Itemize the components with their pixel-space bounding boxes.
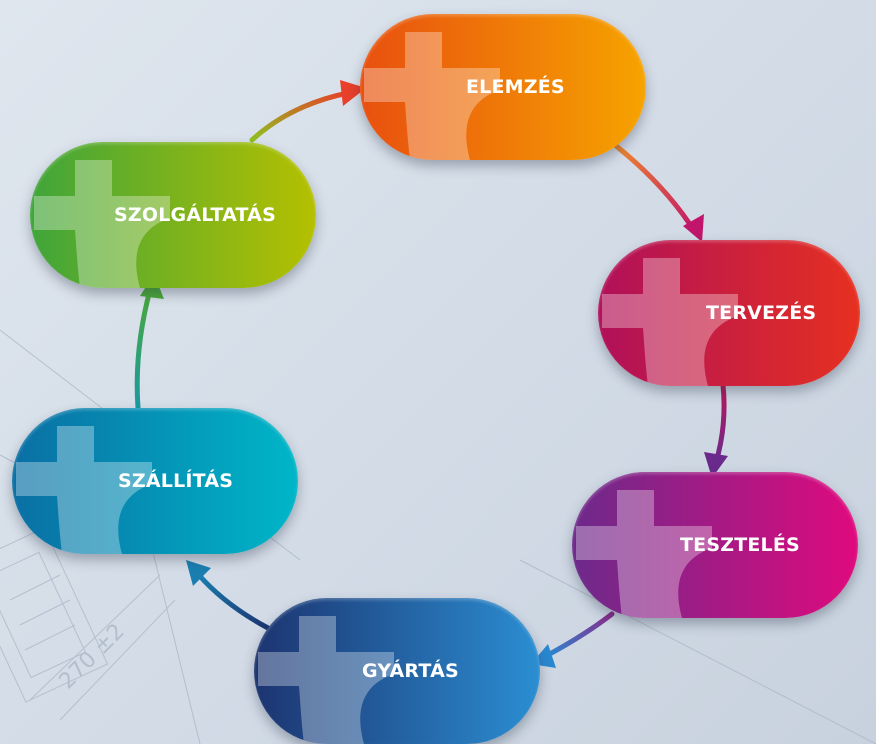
arrow-teszteles-to-gyartas (543, 611, 615, 659)
arrow-elemzes-to-tervezes (612, 142, 698, 235)
tee-logo-icon (364, 32, 500, 160)
step-teszteles[interactable]: TESZTELÉS (572, 472, 858, 618)
arrow-szolgaltatas-to-elemzes (249, 90, 351, 143)
step-szallitas[interactable]: SZÁLLÍTÁS (12, 408, 298, 554)
arrowhead-teszteles (704, 452, 728, 478)
arrow-szallitas-to-szolgaltatas (134, 287, 153, 411)
tee-logo-icon (576, 490, 712, 618)
step-elemzes[interactable]: ELEMZÉS (360, 14, 646, 160)
tee-logo-icon (602, 258, 738, 386)
step-szolgaltatas[interactable]: SZOLGÁLTATÁS (30, 142, 316, 288)
arrow-tervezes-to-teszteles (713, 382, 727, 465)
arrow-gyartas-to-szallitas (195, 571, 271, 631)
tee-logo-icon (34, 160, 170, 288)
cycle-arrows (134, 90, 727, 659)
tee-logo-icon (16, 426, 152, 554)
step-label-teszteles: TESZTELÉS (680, 534, 800, 556)
arrowhead-szallitas (186, 560, 211, 586)
tee-logo-icon (258, 616, 394, 744)
step-label-szallitas: SZÁLLÍTÁS (118, 470, 234, 492)
step-label-gyartas: GYÁRTÁS (362, 660, 459, 682)
step-gyartas[interactable]: GYÁRTÁS (254, 598, 540, 744)
step-label-elemzes: ELEMZÉS (466, 76, 565, 98)
step-tervezes[interactable]: TERVEZÉS (598, 240, 860, 386)
step-label-szolgaltatas: SZOLGÁLTATÁS (114, 204, 276, 226)
arrowhead-tervezes (683, 214, 704, 242)
arrowhead-elemzes (340, 80, 366, 106)
step-label-tervezes: TERVEZÉS (706, 302, 817, 324)
